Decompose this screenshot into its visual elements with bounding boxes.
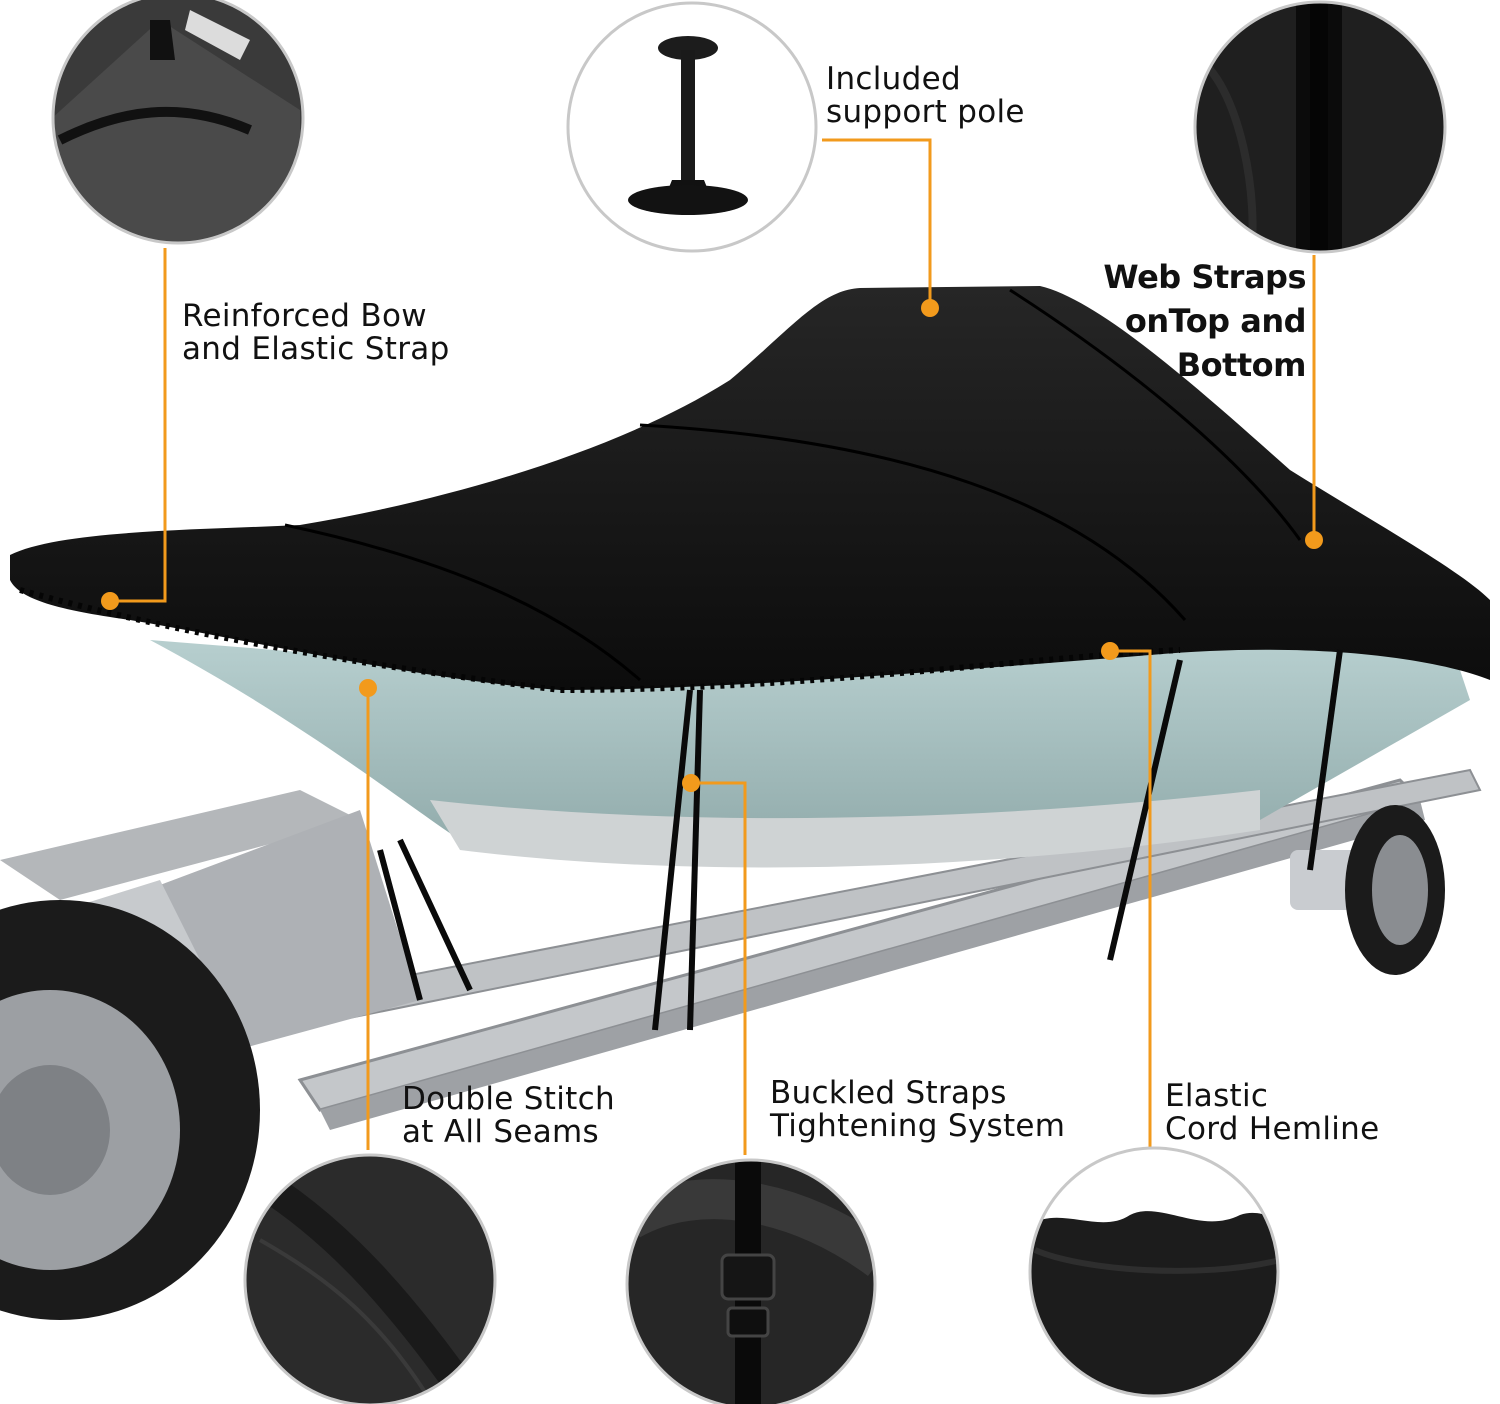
- callout-double-stitch: Double Stitch at All Seams: [402, 1083, 615, 1149]
- trailer-wheel-right: [1345, 805, 1445, 975]
- callout-web-straps-line1: Web Straps: [1103, 258, 1306, 296]
- callout-elastic-cord: Elastic Cord Hemline: [1165, 1080, 1379, 1146]
- callout-support-pole-line1: Included: [826, 61, 961, 97]
- trailer-wheel-left: [0, 900, 260, 1320]
- callout-buckled-straps-line2: Tightening System: [770, 1108, 1066, 1144]
- callout-support-pole: Included support pole: [826, 63, 1025, 129]
- tie-down-straps: [377, 649, 1343, 1031]
- callout-reinforced-bow: Reinforced Bow and Elastic Strap: [182, 300, 450, 366]
- callout-dots: [101, 299, 1323, 792]
- reinforced-bow-detail-icon: [51, 0, 305, 245]
- callout-web-straps-line3: Bottom: [1176, 346, 1307, 384]
- double-stitch-detail-icon: [243, 1153, 497, 1404]
- callout-reinforced-bow-line2: and Elastic Strap: [182, 331, 450, 367]
- callout-double-stitch-line2: at All Seams: [402, 1114, 599, 1150]
- callout-elastic-cord-line2: Cord Hemline: [1165, 1111, 1380, 1147]
- boat-cover: [10, 286, 1490, 690]
- callout-elastic-cord-line1: Elastic: [1165, 1078, 1269, 1114]
- callout-reinforced-bow-line1: Reinforced Bow: [182, 298, 427, 334]
- callout-double-stitch-line1: Double Stitch: [402, 1081, 615, 1117]
- elastic-hem-detail-icon: [1028, 1146, 1280, 1398]
- callout-web-straps-line2: onTop and: [1124, 302, 1307, 340]
- support-pole-detail-icon: [566, 1, 818, 253]
- web-strap-detail-icon: [1193, 0, 1447, 254]
- callout-buckled-straps-line1: Buckled Straps: [770, 1075, 1007, 1111]
- callout-buckled-straps: Buckled Straps Tightening System: [770, 1077, 1065, 1143]
- callout-lines: [110, 138, 1316, 1155]
- callout-support-pole-line2: support pole: [826, 94, 1025, 130]
- callout-web-straps: Web Straps onTop and Bottom: [1103, 255, 1306, 387]
- buckle-detail-icon: [625, 1158, 877, 1404]
